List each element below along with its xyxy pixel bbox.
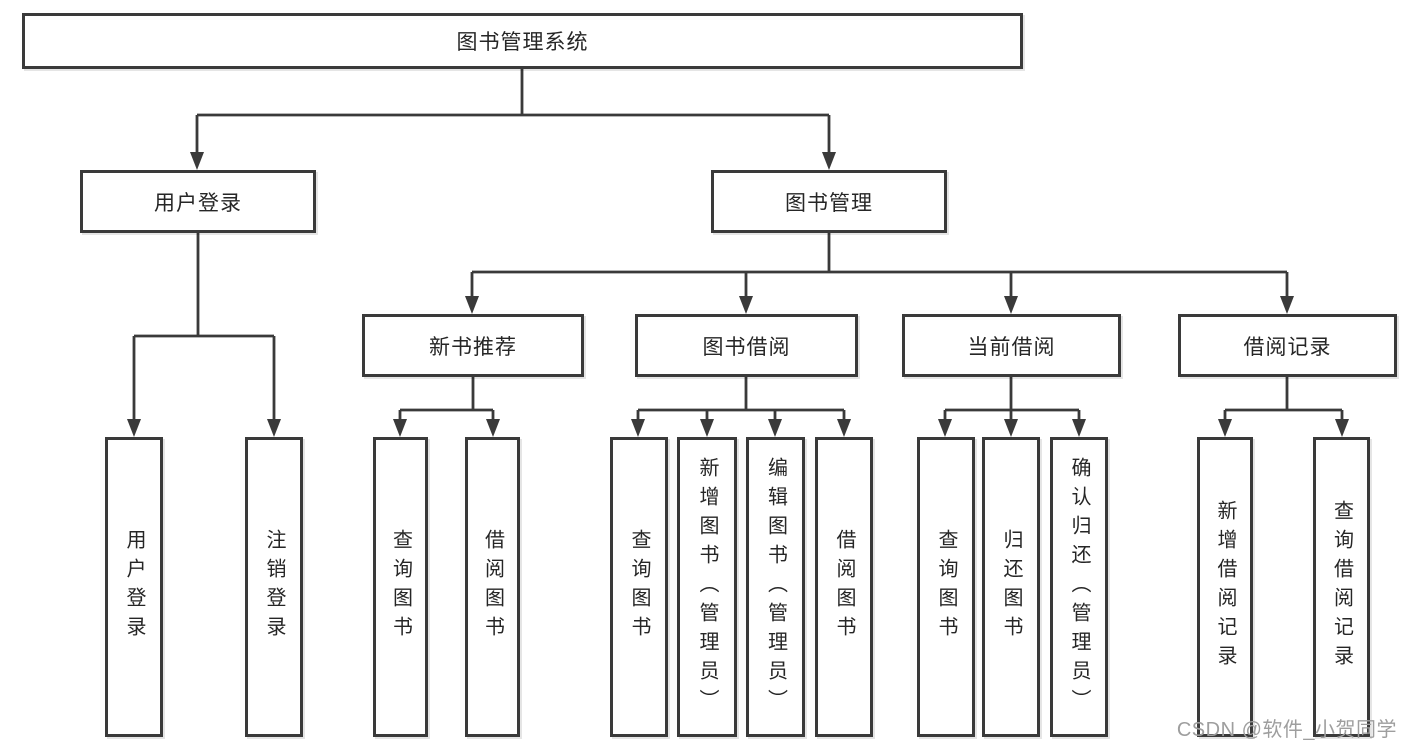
leaf-cb-confirm-return-admin: 确认归还（管理员）: [1050, 437, 1108, 737]
arrowhead-cb: [1004, 296, 1018, 314]
leaf-nbr-query-book: 查询图书: [373, 437, 428, 737]
arrowhead-br: [1280, 296, 1294, 314]
node-borrow-records: 借阅记录: [1178, 314, 1397, 377]
arrowhead-cb-return: [1004, 419, 1018, 437]
node-book-borrow: 图书借阅: [635, 314, 858, 377]
leaf-br-query-borrow-record: 查询借阅记录: [1313, 437, 1370, 737]
leaf-bb-edit-book-admin: 编辑图书（管理员）: [746, 437, 805, 737]
arrowhead-nbr-borrow: [486, 419, 500, 437]
node-current-borrow: 当前借阅: [902, 314, 1121, 377]
arrowhead-cb-query: [938, 419, 952, 437]
leaf-br-add-borrow-record: 新增借阅记录: [1197, 437, 1253, 737]
node-book-management: 图书管理: [711, 170, 947, 233]
arrowhead-br-add: [1218, 419, 1232, 437]
leaf-logout-login: 注销登录: [245, 437, 303, 737]
arrowhead-book-mgmt: [822, 152, 836, 170]
arrowhead-bb: [739, 296, 753, 314]
node-root-library-system: 图书管理系统: [22, 13, 1023, 69]
leaf-user-login: 用户登录: [105, 437, 163, 737]
node-new-book-recommend: 新书推荐: [362, 314, 584, 377]
arrowhead-leaf-ul-logout: [267, 419, 281, 437]
arrowhead-bb-borrow: [837, 419, 851, 437]
leaf-cb-query-book: 查询图书: [917, 437, 975, 737]
leaf-bb-query-book: 查询图书: [610, 437, 668, 737]
csdn-watermark: CSDN @软件_小贺同学: [1176, 719, 1397, 741]
arrowhead-bb-edit: [768, 419, 782, 437]
arrowhead-bb-query: [631, 419, 645, 437]
arrowhead-nbr: [465, 296, 479, 314]
arrowhead-nbr-query: [393, 419, 407, 437]
node-user-login: 用户登录: [80, 170, 316, 233]
arrowhead-cb-confirm: [1072, 419, 1086, 437]
leaf-bb-borrow-book: 借阅图书: [815, 437, 873, 737]
leaf-nbr-borrow-book: 借阅图书: [465, 437, 520, 737]
arrowhead-br-query: [1335, 419, 1349, 437]
leaf-cb-return-book: 归还图书: [982, 437, 1040, 737]
arrowhead-user-login: [190, 152, 204, 170]
leaf-bb-add-book-admin: 新增图书（管理员）: [677, 437, 737, 737]
arrowhead-bb-add: [700, 419, 714, 437]
arrowhead-leaf-ul-login: [127, 419, 141, 437]
